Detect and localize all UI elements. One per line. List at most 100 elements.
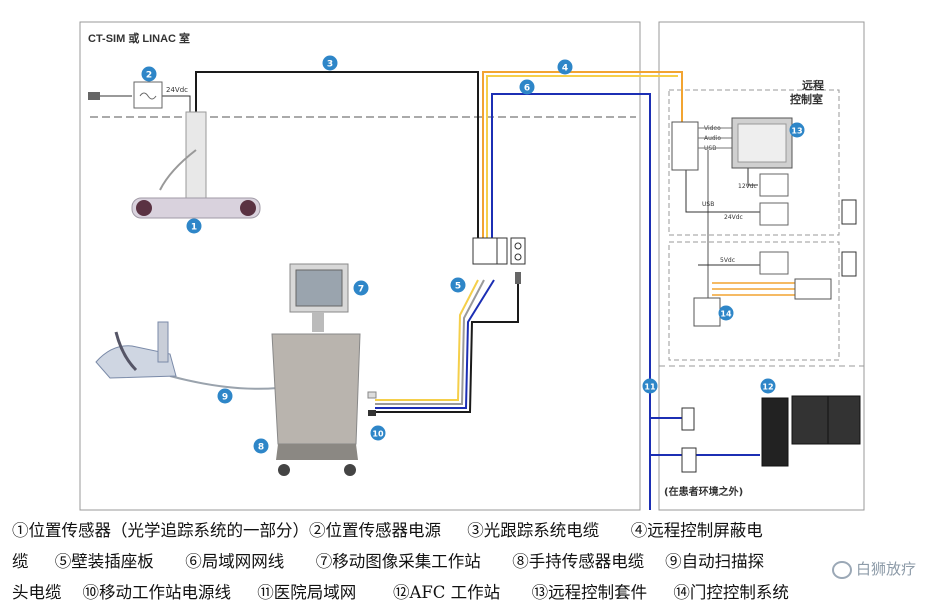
afc-tower — [761, 397, 789, 467]
callout-badge — [789, 122, 805, 138]
callout-number: 6 — [524, 84, 530, 94]
gating-supply — [759, 251, 789, 275]
sensor-power-supply — [133, 81, 163, 109]
caption-3b: ⑩移动工作站电源线 — [82, 583, 231, 602]
callout-1: 1 — [186, 218, 202, 234]
mobile-workstation — [271, 263, 361, 476]
gating-system-frame — [668, 241, 840, 361]
remote-room-label-2: 控制室 — [790, 92, 823, 106]
callout-badge — [322, 55, 338, 71]
control-room-frame — [658, 21, 865, 511]
callout-5: 5 — [450, 277, 466, 293]
caption-2a: 缆 — [12, 552, 29, 571]
afc-outlet — [681, 447, 697, 473]
caption-3d: ⑫AFC 工作站 — [392, 583, 501, 602]
callout-number: 3 — [327, 60, 333, 70]
sensor-mount-pole — [185, 111, 207, 205]
callout-number: 11 — [644, 383, 656, 392]
afc-monitor-1 — [791, 395, 829, 445]
caption-line-3: 头电缆 ⑩移动工作站电源线 ⑪医院局域网 ⑫AFC 工作站 ⑬远程控制套件 ⑭门… — [12, 577, 937, 608]
watermark-text: 白狮放疗 — [855, 560, 916, 578]
cable-3-black — [195, 71, 479, 238]
caption-2d: ⑦移动图像采集工作站 — [315, 552, 481, 571]
treatment-room-frame — [79, 21, 641, 511]
callout-badge — [253, 438, 269, 454]
callout-number: 1 — [191, 223, 197, 233]
callout-number: 14 — [720, 310, 732, 319]
callout-7: 7 — [353, 280, 369, 296]
remote-room-label-1: 远程 — [802, 78, 824, 92]
callout-10: 10 — [370, 425, 386, 441]
callout-number: 8 — [258, 443, 264, 453]
remote-outlet — [841, 199, 857, 225]
callout-badge — [353, 280, 369, 296]
callout-number: 9 — [222, 393, 228, 403]
callout-badge — [718, 305, 734, 321]
callout-badge — [450, 277, 466, 293]
caption-2e: ⑧手持传感器电缆 — [512, 552, 645, 571]
callout-14: 14 — [718, 305, 734, 321]
callout-badge — [760, 378, 776, 394]
callout-badge — [186, 218, 202, 234]
callout-3: 3 — [322, 55, 338, 71]
power-2-24v — [162, 95, 191, 112]
cable-bundle-blue — [375, 279, 495, 409]
gating-controller — [693, 297, 721, 327]
cables — [100, 71, 795, 510]
caption-1a: ①位置传感器（光学追踪系统的一部分）②位置传感器电源 — [12, 521, 441, 540]
callout-badge — [141, 66, 157, 82]
callout-badge — [557, 59, 573, 75]
callout-13: 13 — [789, 122, 805, 138]
watermark: 白狮放疗 — [831, 558, 916, 579]
callout-11: 11 — [642, 378, 658, 394]
cable-4-orange — [482, 71, 683, 238]
remote-12v-supply — [759, 173, 789, 197]
caption-1b: ③光跟踪系统电缆 — [467, 521, 600, 540]
callout-badge — [519, 79, 535, 95]
afc-monitor-2 — [827, 395, 861, 445]
lan-wall-plate — [681, 407, 695, 431]
remote-24v-supply — [759, 202, 789, 226]
callout-6: 6 — [519, 79, 535, 95]
wall-plate — [472, 237, 498, 265]
callout-12: 12 — [760, 378, 776, 394]
callout-badge — [642, 378, 658, 394]
callout-9: 9 — [217, 388, 233, 404]
room-title: CT-SIM 或 LINAC 室 — [88, 31, 190, 45]
plug-left-connector — [515, 272, 521, 284]
scan-probe-device — [95, 321, 177, 379]
cable-6-blue — [491, 93, 651, 366]
callout-number: 12 — [762, 383, 773, 392]
remote-24v-cable — [685, 170, 760, 213]
callout-number: 4 — [562, 64, 568, 74]
callout-badge — [370, 425, 386, 441]
label-usb-line: USB — [702, 201, 714, 208]
caption-2c: ⑥局域网网线 — [185, 552, 285, 571]
caption-3e: ⑬远程控制套件 — [531, 583, 648, 602]
cable-4-yellow — [486, 75, 678, 238]
label-24vdc-b: 24Vdc — [724, 214, 743, 221]
label-24vdc-a: 24Vdc — [166, 86, 188, 94]
watermark-logo-icon — [831, 560, 852, 579]
caption-2f: ⑨自动扫描探 — [665, 552, 765, 571]
callout-2: 2 — [141, 66, 157, 82]
callout-number: 7 — [358, 285, 364, 295]
cable-bundle-gray — [375, 279, 485, 405]
cable-bundle-black — [375, 280, 519, 413]
gating-box — [794, 278, 832, 300]
callout-number: 10 — [372, 430, 384, 439]
callout-4: 4 — [557, 59, 573, 75]
label-5vdc: 5Vdc — [720, 257, 735, 264]
callout-badge — [217, 388, 233, 404]
remote-12v-cable — [747, 168, 758, 186]
caption-2b: ⑤壁装插座板 — [54, 552, 154, 571]
caption-line-2: 缆 ⑤壁装插座板 ⑥局域网网线 ⑦移动图像采集工作站 ⑧手持传感器电缆 ⑨自动扫… — [12, 546, 937, 577]
caption-1c: ④远程控制屏蔽电 — [630, 521, 763, 540]
plug-left — [88, 92, 100, 100]
callout-number: 2 — [146, 71, 152, 81]
cable-bundle-yellow — [375, 279, 479, 401]
caption-3a: 头电缆 — [12, 583, 62, 602]
remote-control-suite-frame — [668, 89, 840, 236]
wall-plate-2 — [496, 237, 508, 265]
